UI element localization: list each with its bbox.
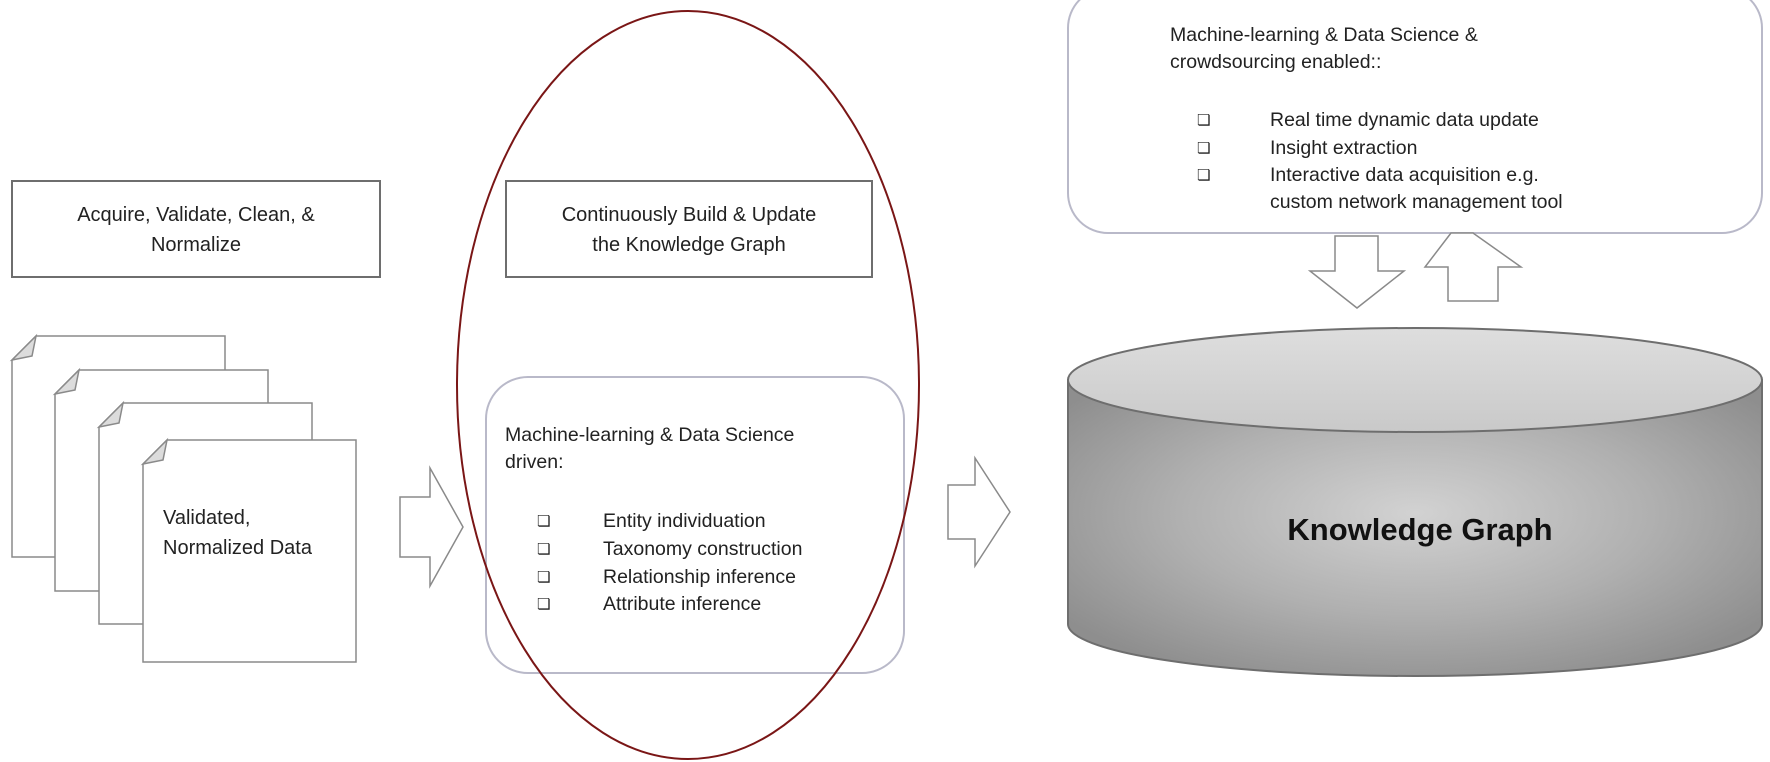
highlight-ellipse [456,10,920,760]
knowledge-graph-cylinder: Knowledge Graph [1067,327,1763,677]
ml-enabled-item: Real time dynamic data update [1270,109,1539,131]
build-box-line2: the Knowledge Graph [592,234,785,256]
ml-enabled-item: Insight extraction [1270,137,1417,159]
checkbox-icon: ❏ [1197,111,1210,129]
checkbox-icon: ❏ [537,512,550,530]
checkbox-icon: ❏ [537,540,550,558]
checkbox-icon: ❏ [1197,166,1210,184]
documents-label-line2: Normalized Data [163,537,313,559]
build-update-box: Continuously Build & Update the Knowledg… [505,180,873,278]
acquire-box-line1: Acquire, Validate, Clean, & [77,204,315,226]
ml-enabled-title-line1: Machine-learning & Data Science & [1170,24,1478,46]
ml-driven-box: Machine-learning & Data Science driven: … [485,376,905,674]
ml-driven-item: Entity individuation [603,510,766,532]
documents-label-line1: Validated, [163,507,250,529]
right-arrow-icon [399,465,464,589]
ml-driven-title-line1: Machine-learning & Data Science [505,424,794,446]
checkbox-icon: ❏ [537,595,550,613]
ml-driven-item: Attribute inference [603,593,761,615]
build-box-line1: Continuously Build & Update [562,204,817,226]
acquire-box-line2: Normalize [151,234,241,256]
checkbox-icon: ❏ [537,568,550,586]
ml-enabled-box: Machine-learning & Data Science & crowds… [1067,0,1763,234]
ml-driven-title-line2: driven: [505,451,564,473]
ml-enabled-title-line2: crowdsourcing enabled:: [1170,51,1381,73]
ml-driven-item: Relationship inference [603,566,796,588]
up-arrow-icon [1423,232,1524,302]
ml-enabled-item: Interactive data acquisition e.g. [1270,164,1539,186]
checkbox-icon: ❏ [1197,139,1210,157]
document-stack [9,333,357,663]
ml-driven-item: Taxonomy construction [603,538,802,560]
acquire-box: Acquire, Validate, Clean, & Normalize [11,180,381,278]
down-arrow-icon [1307,235,1407,309]
document-page-4 [140,437,357,663]
right-arrow-icon [947,455,1011,569]
ml-enabled-item-continuation: custom network management tool [1270,191,1563,213]
knowledge-graph-label: Knowledge Graph [1287,512,1552,547]
